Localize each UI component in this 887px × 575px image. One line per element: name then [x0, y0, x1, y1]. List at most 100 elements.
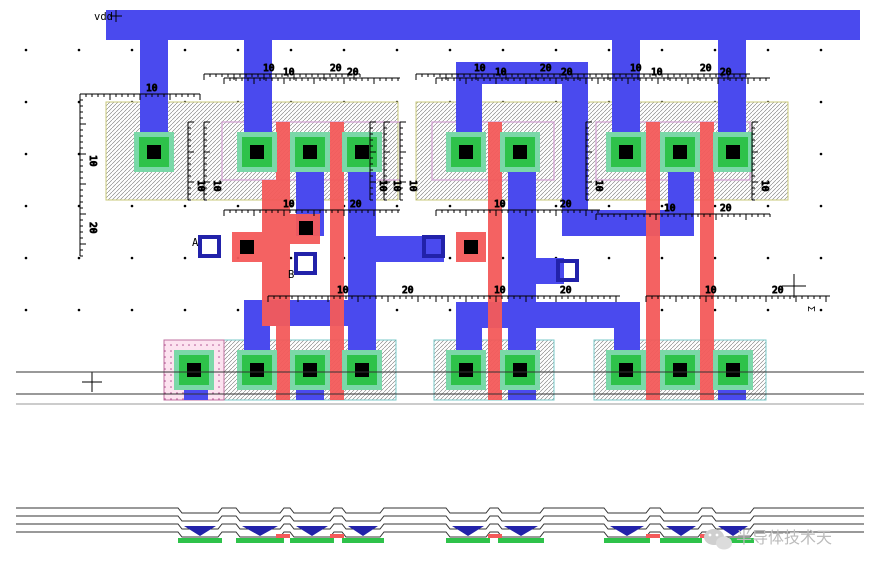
- contacts: [134, 132, 753, 390]
- ruler-label: 10: [705, 285, 717, 296]
- ruler-label: 10: [146, 83, 158, 94]
- grid-dot: [77, 308, 81, 312]
- ruler-vertical-small: 10: [585, 121, 605, 201]
- grid-dot: [130, 256, 134, 260]
- grid-dot: [554, 204, 558, 208]
- ruler-label: 20: [561, 67, 573, 78]
- poly-gate-4: [646, 122, 660, 400]
- cross-section-diffusion: [446, 538, 490, 543]
- ruler-label: 10: [494, 285, 506, 296]
- metal-mid-link: [348, 236, 444, 262]
- grid-dot: [236, 204, 240, 208]
- ruler-label: 10: [664, 203, 676, 214]
- grid-dot: [819, 48, 823, 52]
- contact-cut: [726, 363, 740, 377]
- ruler-vertical-small: 10: [203, 121, 223, 201]
- grid-dot: [342, 48, 346, 52]
- metal-loop-right: [562, 62, 588, 234]
- grid-dot: [501, 48, 505, 52]
- ruler-top-mid-b: 10 20: [435, 67, 600, 84]
- ruler-top-right-b: 10 20: [597, 67, 770, 84]
- contact-cut: [619, 363, 633, 377]
- ruler-label: 10: [283, 67, 295, 78]
- grid-dot: [607, 48, 611, 52]
- grid-dot: [819, 204, 823, 208]
- grid-dot: [24, 256, 28, 260]
- watermark-text: 半导体技术天: [736, 528, 832, 547]
- cross-section-poly: [276, 534, 290, 538]
- grid-dot: [395, 308, 399, 312]
- grid-dot: [448, 256, 452, 260]
- grid-dot: [766, 204, 770, 208]
- pin-b[interactable]: [294, 252, 317, 275]
- grid-dot: [819, 100, 823, 104]
- ruler-vertical-small: 10: [751, 121, 771, 201]
- contact-cut: [513, 363, 527, 377]
- pin-c[interactable]: [422, 235, 445, 258]
- cross-section-diffusion: [604, 538, 650, 543]
- grid-dot: [289, 48, 293, 52]
- contact-cut: [355, 145, 369, 159]
- contact-cut: [464, 240, 478, 254]
- ruler-vertical-small: 10: [399, 121, 419, 201]
- ruler-vertical-left: 10 20: [79, 93, 99, 257]
- watermark: 半导体技术天: [704, 528, 832, 550]
- grid-dot: [77, 256, 81, 260]
- contact-cut: [619, 145, 633, 159]
- grid-dot: [819, 152, 823, 156]
- ruler-lower-a: 10 20: [267, 285, 461, 302]
- cross-section-line: [16, 515, 864, 522]
- pin-a[interactable]: [198, 235, 221, 258]
- ruler-label: 20: [772, 285, 784, 296]
- grid-dot: [24, 204, 28, 208]
- pin-out[interactable]: [556, 259, 579, 282]
- vdd-rail: [106, 10, 860, 40]
- ruler-label: 10: [495, 67, 507, 78]
- grid-dot: [130, 308, 134, 312]
- ruler-label: 10: [337, 285, 349, 296]
- cross-section-metal: [242, 526, 278, 536]
- cross-section-diffusion: [712, 538, 754, 543]
- ruler-mid-c: 10 20: [595, 203, 771, 220]
- grid-dot: [24, 152, 28, 156]
- grid-dot: [819, 256, 823, 260]
- contact-cut: [673, 363, 687, 377]
- grid-dot: [660, 48, 664, 52]
- ruler-top-mid: 10 20: [415, 63, 580, 80]
- grid-dot: [713, 308, 717, 312]
- cross-section-metal: [452, 526, 484, 536]
- ruler-label: 20: [350, 199, 362, 210]
- grid-dot: [713, 204, 717, 208]
- cross-section-diffusion: [342, 538, 384, 543]
- grid-dot: [607, 256, 611, 260]
- grid-dot: [554, 48, 558, 52]
- grid-dot: [183, 308, 187, 312]
- cross-section-diffusion: [498, 538, 544, 543]
- cross-section-metal: [184, 526, 216, 536]
- cross-section-diffusion: [290, 538, 334, 543]
- contact-cut: [147, 145, 161, 159]
- ruler-label: 20: [402, 285, 414, 296]
- vdd-label: vdd: [94, 11, 113, 23]
- grid-dot: [395, 204, 399, 208]
- poly-jog-a2: [262, 180, 276, 326]
- grid-dot: [289, 204, 293, 208]
- ruler-label: 10: [759, 180, 770, 192]
- grid-dot: [766, 256, 770, 260]
- grid-dot: [501, 204, 505, 208]
- ruler-label: 20: [87, 222, 98, 234]
- ruler-label: 10: [87, 155, 98, 167]
- contact-cut: [299, 221, 313, 235]
- ruler-label: 10: [651, 67, 663, 78]
- ruler-label: 20: [720, 67, 732, 78]
- metal-mid-tab: [508, 258, 564, 284]
- ruler-label: 20: [720, 203, 732, 214]
- contact-cut: [303, 145, 317, 159]
- contact-cut: [459, 145, 473, 159]
- contact-cut: [303, 363, 317, 377]
- input-b-label: B: [288, 269, 294, 281]
